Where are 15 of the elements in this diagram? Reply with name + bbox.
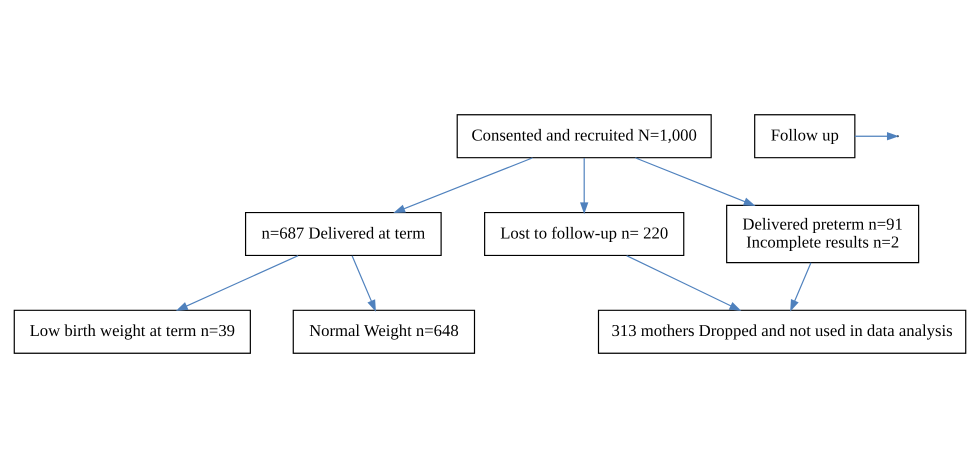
node-box: Lost to follow-up n= 220	[484, 212, 684, 256]
node-box: Consented and recruited N=1,000	[456, 114, 712, 158]
node-box: 313 mothers Dropped and not used in data analysis	[597, 310, 966, 354]
arrow	[790, 262, 811, 312]
node-box: Follow up	[754, 114, 855, 158]
node-box: Delivered preterm n=91 Incomplete results n=2	[726, 204, 919, 264]
arrow	[580, 158, 588, 214]
arrow	[626, 255, 741, 311]
node-box: Low birth weight at term n=39	[13, 310, 250, 354]
node-box: n=687 Delivered at term	[244, 212, 442, 256]
node-box: Normal Weight n=648	[292, 310, 475, 354]
arrow	[175, 255, 298, 311]
arrow	[351, 256, 376, 312]
arrow	[634, 157, 756, 206]
arrow	[392, 157, 532, 214]
